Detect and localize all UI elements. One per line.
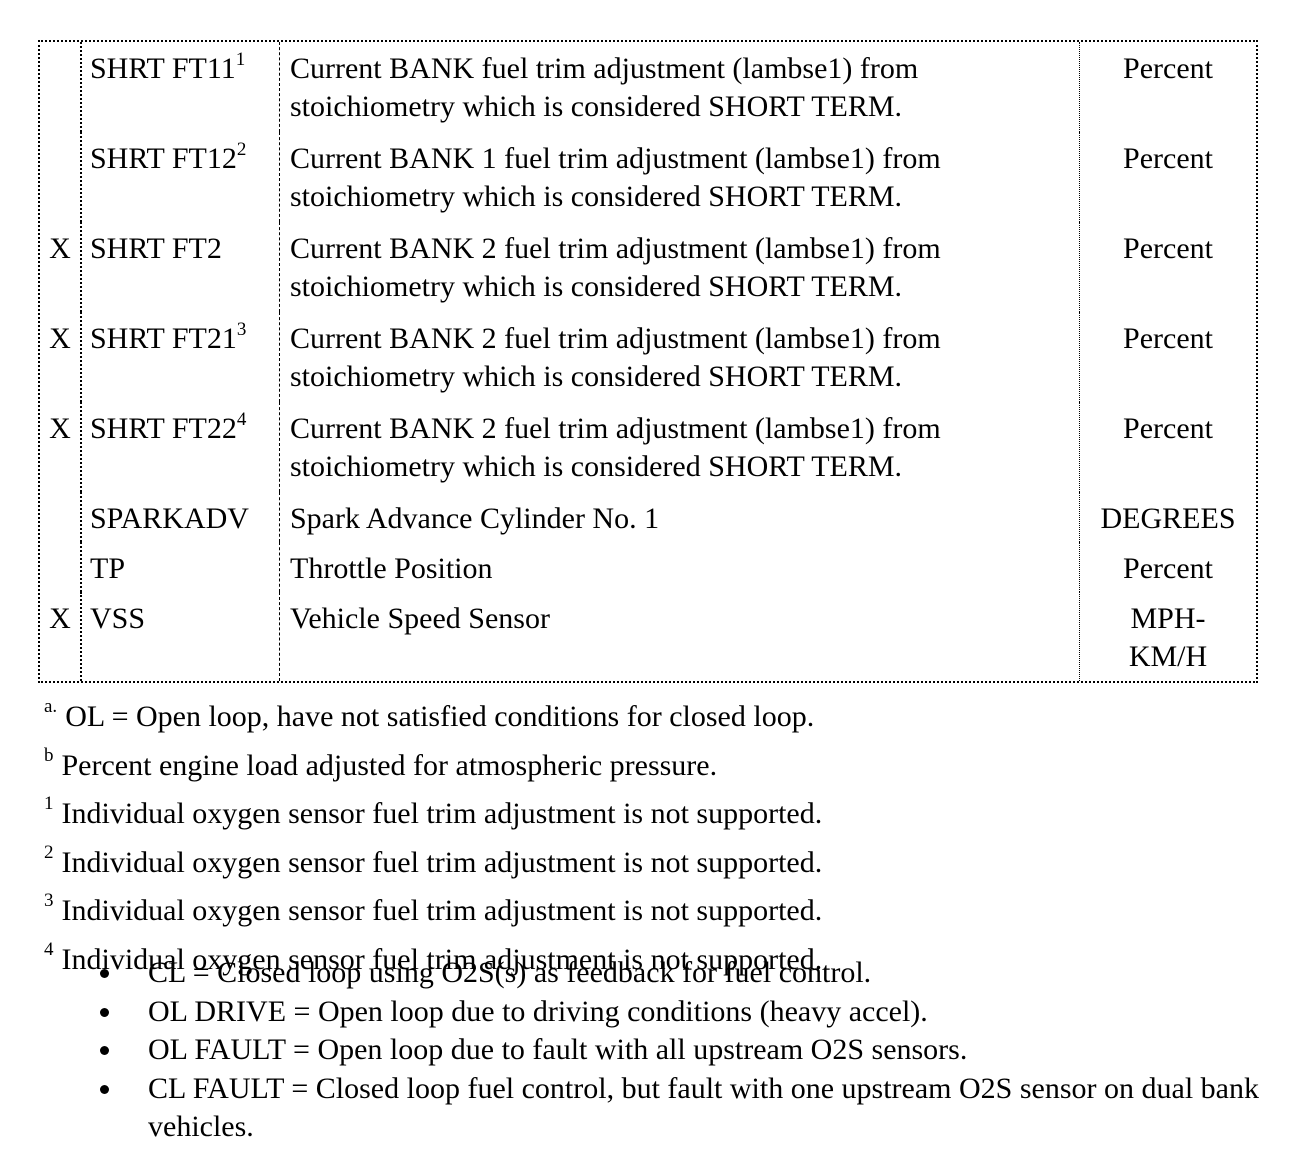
param-description-cell: Current BANK 2 fuel trim adjustment (lam… (279, 402, 1079, 492)
footnote-item: 3 Individual oxygen sensor fuel trim adju… (44, 882, 1284, 931)
param-units-cell: Percent (1079, 222, 1256, 312)
legend-item: CL = Closed loop using O2S(s) as feedbac… (100, 954, 1260, 993)
param-name: TP (90, 552, 126, 585)
table-row: X VSS Vehicle Speed Sensor MPH- KM/H (40, 592, 1256, 681)
legend-text: CL FAULT = Closed loop fuel control, but… (148, 1071, 1259, 1144)
table-row: X SHRT FT2 Current BANK 2 fuel trim adju… (40, 222, 1256, 312)
supported-mark-cell (40, 492, 80, 542)
param-footnote-ref: 2 (236, 139, 247, 160)
footnote-text: Percent engine load adjusted for atmosph… (61, 748, 718, 782)
footnote-item: 2 Individual oxygen sensor fuel trim adju… (44, 834, 1284, 883)
param-name: SHRT FT12 (90, 142, 237, 175)
supported-mark-cell: X (49, 322, 71, 355)
footnote-text: Individual oxygen sensor fuel trim adjus… (61, 894, 823, 927)
footnote-item: b Percent engine load adjusted for atmosp… (44, 737, 1284, 786)
footnote-text: OL = Open loop, have not satisfied condi… (65, 700, 815, 733)
param-name: SHRT FT11 (90, 52, 236, 85)
table-row: SPARKADV Spark Advance Cylinder No. 1 DE… (40, 492, 1256, 542)
param-name: SHRT FT22 (90, 412, 237, 445)
footnote-text: Individual oxygen sensor fuel trim adjus… (61, 797, 823, 830)
legend-text: OL DRIVE = Open loop due to driving cond… (148, 994, 928, 1028)
param-name-cell: SHRT FT111 (80, 42, 279, 132)
param-description-cell: Spark Advance Cylinder No. 1 (279, 492, 1079, 542)
param-name: SHRT FT21 (90, 322, 237, 355)
parameters-table: SHRT FT111 Current BANK fuel trim adjust… (38, 40, 1258, 683)
footnote-marker: 2 (44, 841, 54, 863)
legend-text: OL FAULT = Open loop due to fault with a… (148, 1033, 968, 1066)
footnote-text: Individual oxygen sensor fuel trim adjus… (61, 942, 823, 976)
supported-mark-cell (40, 132, 80, 222)
param-units-cell: Percent (1079, 132, 1256, 222)
param-description-cell: Current BANK 2 fuel trim adjustment (lam… (279, 222, 1079, 312)
footnote-marker: 3 (44, 890, 54, 911)
footnote-item: 1 Individual oxygen sensor fuel trim adju… (44, 785, 1284, 834)
param-description-cell: Current BANK fuel trim adjustment (lambs… (279, 42, 1079, 132)
param-name: VSS (90, 602, 146, 635)
param-footnote-ref: 1 (235, 49, 246, 70)
param-description-cell: Current BANK 1 fuel trim adjustment (lam… (279, 132, 1079, 222)
param-description-cell: Current BANK 2 fuel trim adjustment (lam… (279, 312, 1079, 402)
supported-mark-cell: X (49, 232, 71, 265)
table-row: SHRT FT122 Current BANK 1 fuel trim adju… (40, 132, 1256, 222)
param-name-cell: SHRT FT224 (80, 402, 279, 492)
supported-mark-cell (40, 542, 80, 592)
param-units-cell: MPH- KM/H (1079, 592, 1256, 681)
legend-item: OL FAULT = Open loop due to fault with a… (100, 1031, 1260, 1070)
param-name-cell: SHRT FT213 (80, 312, 279, 402)
table-row: X SHRT FT224 Current BANK 2 fuel trim ad… (40, 402, 1256, 492)
bullet-icon (100, 1046, 109, 1055)
footnote-item: 4 Individual oxygen sensor fuel trim adju… (44, 931, 1284, 980)
footnote-text: Individual oxygen sensor fuel trim adjus… (61, 845, 823, 879)
legend-item: OL DRIVE = Open loop due to driving cond… (100, 993, 1260, 1032)
param-name-cell: VSS (80, 592, 279, 681)
footnote-marker: a. (44, 696, 58, 717)
bullet-icon (100, 1007, 109, 1017)
table-row: TP Throttle Position Percent (40, 542, 1256, 592)
bullet-icon (100, 969, 109, 978)
footnote-marker: b (44, 744, 54, 766)
supported-mark-cell (40, 42, 80, 132)
param-units-cell: DEGREES (1079, 492, 1256, 542)
param-units-cell: Percent (1079, 42, 1256, 132)
param-units-cell: Percent (1079, 402, 1256, 492)
param-units-cell: Percent (1079, 312, 1256, 402)
footnote-marker: 1 (44, 793, 54, 814)
footnote-marker: 4 (44, 938, 54, 960)
table-row: SHRT FT111 Current BANK fuel trim adjust… (40, 42, 1256, 132)
supported-mark-cell: X (49, 602, 71, 635)
param-name-cell: SPARKADV (80, 492, 279, 542)
param-name-cell: SHRT FT2 (80, 222, 279, 312)
legend-text: CL = Closed loop using O2S(s) as feedbac… (148, 956, 872, 989)
param-units-cell: Percent (1079, 542, 1256, 592)
param-name-cell: SHRT FT122 (80, 132, 279, 222)
param-footnote-ref: 3 (236, 319, 247, 340)
param-name-cell: TP (80, 542, 279, 592)
supported-mark-cell: X (49, 412, 71, 445)
fuel-status-legend: CL = Closed loop using O2S(s) as feedbac… (100, 954, 1260, 1147)
param-description-cell: Throttle Position (279, 542, 1079, 592)
param-footnote-ref: 4 (236, 409, 247, 430)
footnote-item: a. OL = Open loop, have not satisfied con… (44, 688, 1284, 737)
table-row: X SHRT FT213 Current BANK 2 fuel trim ad… (40, 312, 1256, 402)
legend-item: CL FAULT = Closed loop fuel control, but… (100, 1070, 1260, 1147)
param-name: SPARKADV (90, 502, 249, 535)
bullet-icon (100, 1084, 109, 1094)
footnotes: a. OL = Open loop, have not satisfied con… (44, 688, 1284, 979)
param-description-cell: Vehicle Speed Sensor (279, 592, 1079, 681)
param-name: SHRT FT2 (90, 232, 222, 265)
